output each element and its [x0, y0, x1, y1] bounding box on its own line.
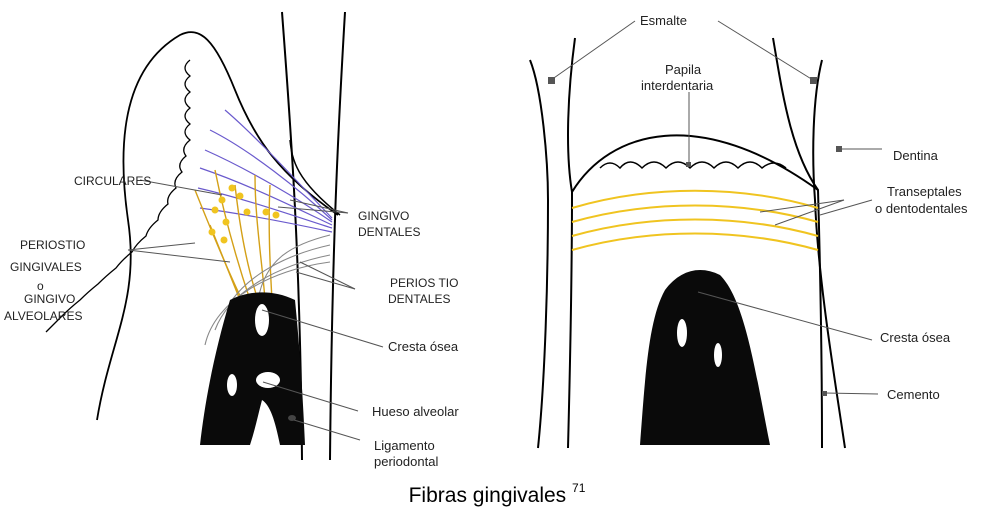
label-gingivo-dentales-2: DENTALES	[358, 225, 420, 239]
right-panel-drawing	[530, 38, 845, 448]
right-bone-cavity	[677, 319, 687, 347]
left-alveolar-bone	[200, 292, 305, 445]
left-bone-cavity-3	[227, 374, 237, 396]
label-transeptales-2: o dentodentales	[875, 201, 968, 216]
label-papila-2: interdentaria	[641, 78, 714, 93]
gingival-fibers-figure: CIRCULARES GINGIVO DENTALES PERIOSTIO GI…	[0, 0, 994, 470]
figure-caption: Fibras gingivales 71	[0, 470, 994, 510]
label-cresta-osea-right: Cresta ósea	[880, 330, 951, 345]
label-transeptales-1: Transeptales	[887, 184, 962, 199]
left-tooth-surface-inner	[330, 12, 345, 460]
right-tooth-right-outer	[813, 60, 845, 448]
label-periostio-dentales-1: PERIOS TIO	[390, 276, 458, 290]
right-transseptal-fibers	[572, 191, 818, 250]
right-tooth-left-inner	[568, 38, 575, 448]
caption-reference: 71	[572, 481, 585, 495]
right-bone-crest	[640, 270, 770, 445]
label-periostio-gingivales-1: PERIOSTIO	[20, 238, 85, 252]
left-bone-cavity	[255, 304, 269, 336]
label-periostio-gingivales-2: GINGIVALES	[10, 260, 82, 274]
right-tooth-left-outer	[530, 60, 548, 448]
label-cemento: Cemento	[887, 387, 940, 402]
right-papilla-wavy	[600, 162, 786, 168]
label-periostio-gingivales-3: o	[37, 279, 44, 293]
label-periostio-gingivales-4: GINGIVO	[24, 292, 75, 306]
label-ligamento-1: Ligamento	[374, 438, 435, 453]
left-panel-drawing	[46, 12, 345, 460]
right-bone-cavity-2	[714, 343, 722, 367]
label-esmalte: Esmalte	[640, 13, 687, 28]
label-cresta-osea-left: Cresta ósea	[388, 339, 459, 354]
label-ligamento-2: periodontal	[374, 454, 438, 469]
label-hueso-alveolar: Hueso alveolar	[372, 404, 459, 419]
label-papila-1: Papila	[665, 62, 702, 77]
label-periostio-gingivales-5: ALVEOLARES	[4, 309, 82, 323]
label-circulares: CIRCULARES	[74, 174, 151, 188]
label-gingivo-dentales-1: GINGIVO	[358, 209, 409, 223]
label-periostio-dentales-2: DENTALES	[388, 292, 450, 306]
left-enamel-outline	[290, 140, 340, 215]
label-dentina: Dentina	[893, 148, 939, 163]
caption-text: Fibras gingivales	[409, 484, 567, 507]
